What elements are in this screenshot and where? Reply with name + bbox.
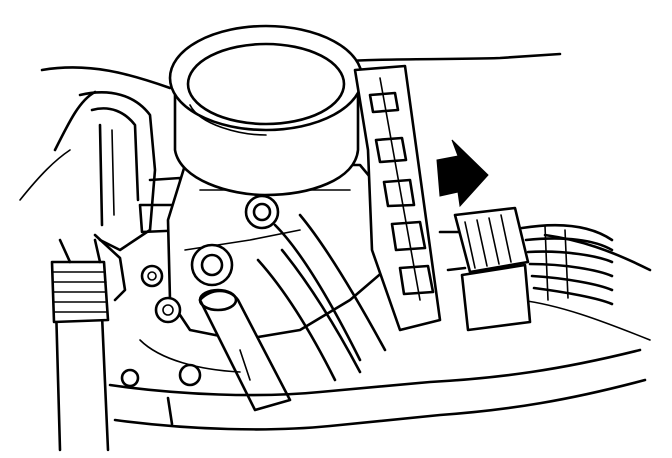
coolant-hoses <box>198 213 387 412</box>
throttle-bore <box>168 24 364 197</box>
lower-intake-duct <box>108 339 647 431</box>
throttle-position-sensor <box>353 64 442 332</box>
wiring-harness <box>520 223 614 306</box>
disconnect-direction-arrow-icon <box>436 139 489 208</box>
sensor-electrical-connector <box>438 206 532 332</box>
throttle-linkage-bracket <box>78 91 190 302</box>
left-corrugated-hose <box>50 238 110 452</box>
